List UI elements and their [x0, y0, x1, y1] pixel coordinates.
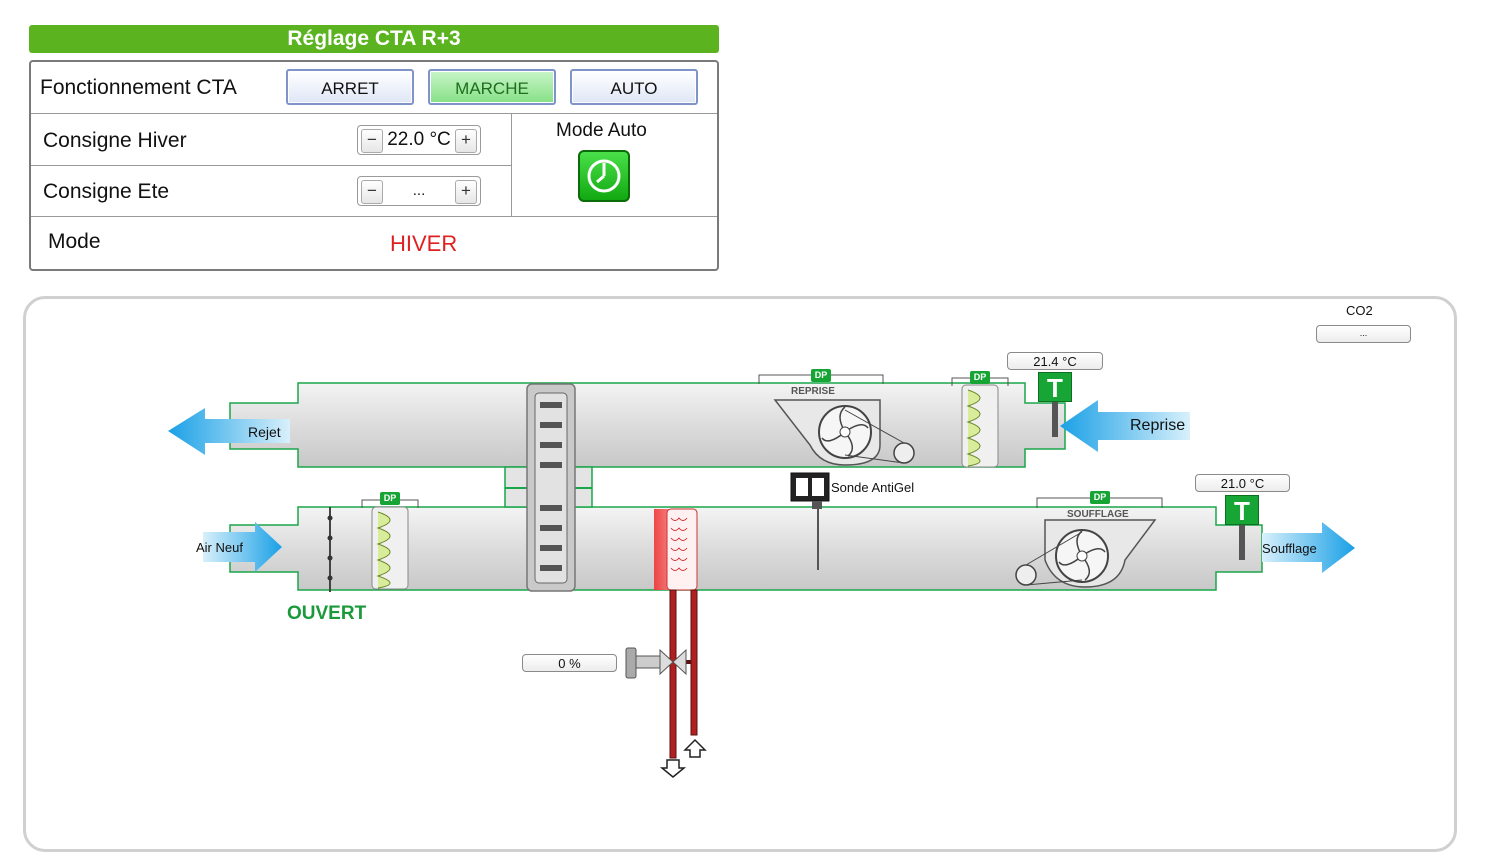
fan-soufflage-label: SOUFFLAGE	[1067, 509, 1129, 520]
sonde-antigel-label: Sonde AntiGel	[831, 480, 915, 495]
reprise-arrow	[1060, 400, 1190, 452]
dp-badge-air-neuf-filter: DP	[380, 492, 400, 505]
marche-button[interactable]: MARCHE	[428, 69, 556, 105]
air-neuf-arrow	[203, 522, 282, 572]
soufflage-temp-sensor-icon[interactable]: T	[1225, 495, 1259, 526]
arrow-down-icon	[659, 759, 687, 778]
auto-button[interactable]: AUTO	[570, 69, 698, 105]
arret-button[interactable]: ARRET	[286, 69, 414, 105]
mode-auto-label: Mode Auto	[556, 120, 647, 141]
mode-auto-toggle[interactable]	[578, 150, 630, 202]
damper-state: OUVERT	[287, 603, 367, 624]
dp-badge-reprise-filter: DP	[970, 371, 990, 384]
soufflage-label: Soufflage	[1262, 541, 1317, 556]
co2-label: CO2	[1346, 303, 1373, 318]
mode-label: Mode	[48, 230, 101, 253]
supply-duct	[229, 506, 1263, 591]
pipe-supply	[690, 589, 698, 736]
mode-value: HIVER	[390, 231, 458, 256]
dp-badge-soufflage-fan: DP	[1090, 491, 1110, 504]
consigne-ete-stepper[interactable]: − ... +	[357, 176, 481, 206]
fan-reprise-label: REPRISE	[791, 386, 835, 397]
arrow-up-icon	[683, 738, 707, 758]
power-timer-icon	[587, 159, 621, 193]
plus-button[interactable]: +	[455, 129, 477, 153]
soufflage-arrow	[1262, 522, 1355, 573]
divider	[31, 113, 717, 114]
divider	[511, 113, 512, 216]
minus-button[interactable]: −	[361, 129, 383, 153]
plus-button[interactable]: +	[455, 180, 477, 204]
rejet-label: Rejet	[248, 424, 281, 440]
divider	[31, 216, 717, 217]
air-neuf-label: Air Neuf	[196, 540, 243, 555]
pipe-return	[669, 589, 677, 759]
valve-actuator	[625, 647, 637, 679]
consigne-ete-label: Consigne Ete	[43, 180, 170, 203]
extract-duct	[229, 382, 1066, 468]
consigne-hiver-label: Consigne Hiver	[43, 129, 187, 152]
reprise-temp-sensor-icon[interactable]: T	[1038, 372, 1072, 403]
co2-value-field[interactable]: ...	[1316, 325, 1411, 343]
soufflage-temp-field[interactable]: 21.0 °C	[1195, 474, 1290, 492]
dp-badge-reprise-fan: DP	[811, 369, 831, 382]
reprise-label: Reprise	[1130, 417, 1186, 434]
minus-button[interactable]: −	[361, 180, 383, 204]
reprise-temp-field[interactable]: 21.4 °C	[1007, 352, 1103, 370]
page-title: Réglage CTA R+3	[29, 25, 719, 53]
consigne-hiver-value[interactable]: 22.0 °C	[387, 129, 451, 150]
three-way-valve	[659, 648, 687, 676]
valve-position-field[interactable]: 0 %	[522, 654, 617, 672]
fonctionnement-label: Fonctionnement CTA	[40, 76, 237, 99]
consigne-ete-value[interactable]: ...	[412, 182, 426, 199]
consigne-hiver-stepper[interactable]: − 22.0 °C +	[357, 125, 481, 155]
rejet-arrow	[168, 408, 290, 455]
divider	[31, 165, 511, 166]
